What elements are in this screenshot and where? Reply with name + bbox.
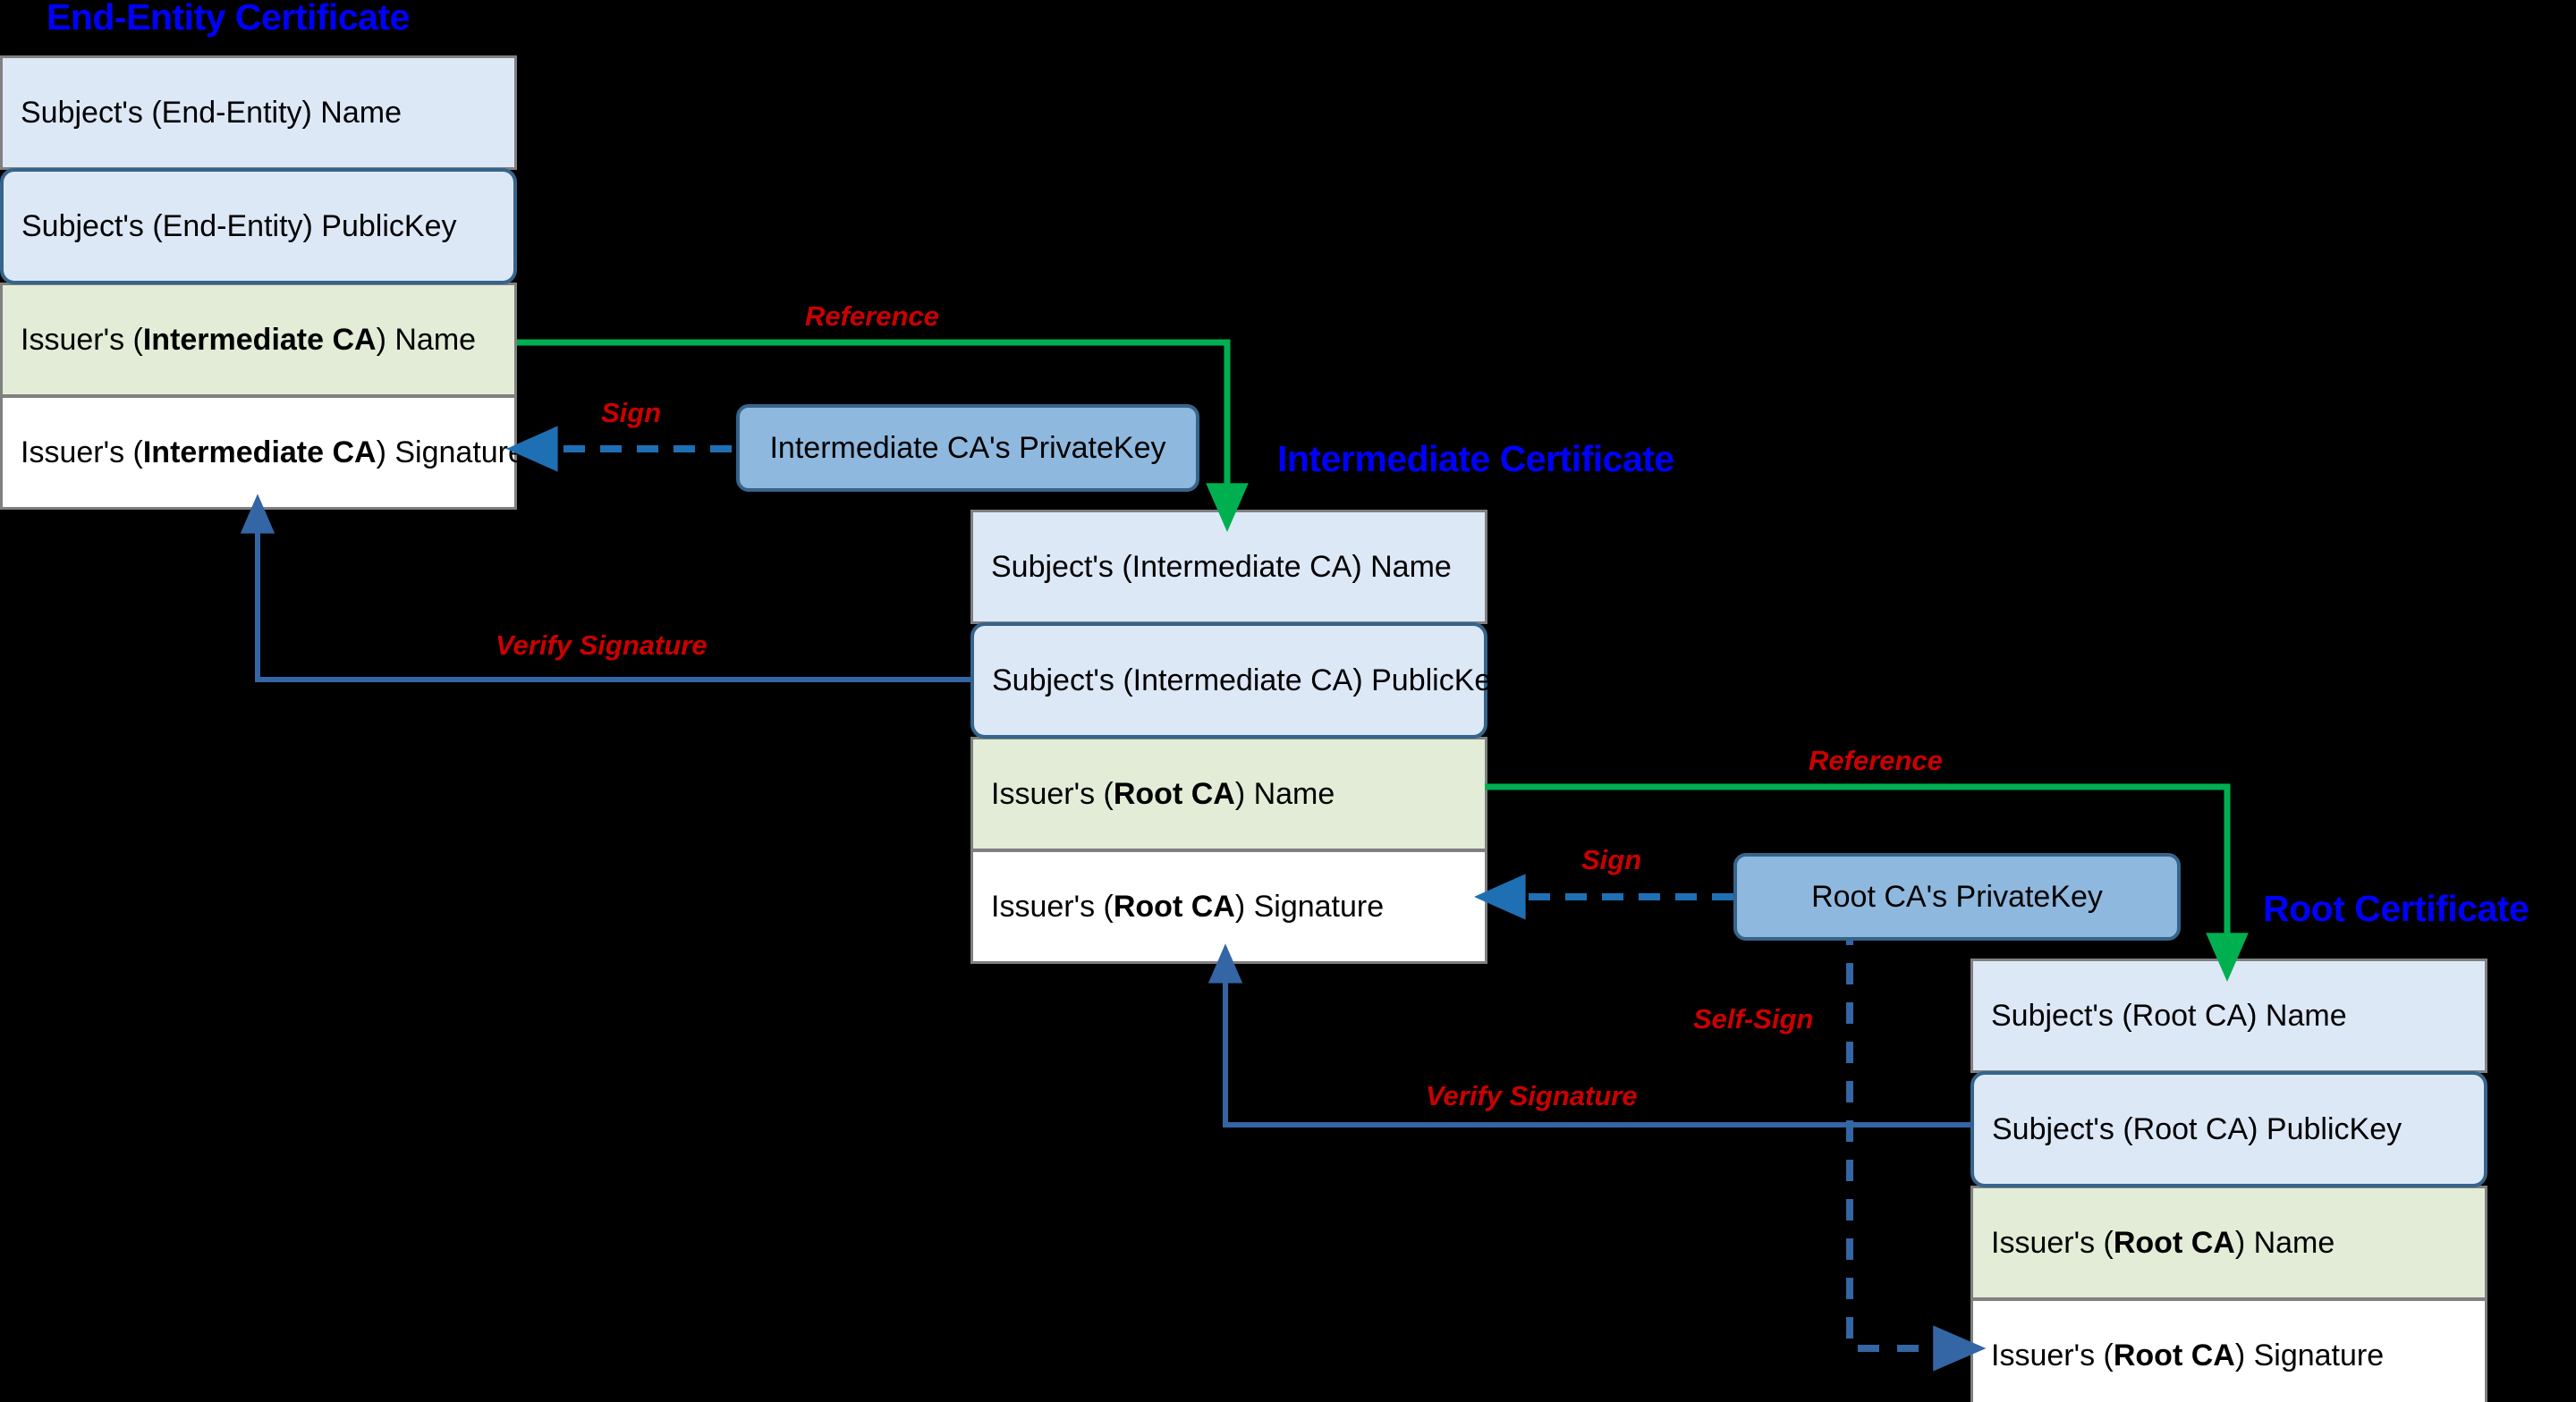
- key-box-root-ca-privatekey[interactable]: Root CA's PrivateKey: [1733, 853, 2181, 941]
- page-title-end-entity-certificate: End-Entity Certificate: [47, 0, 410, 38]
- cert-row-label: Issuer's (Root CA) Signature: [991, 889, 1385, 924]
- cert-row-root-subject-publickey[interactable]: Subject's (Root CA) PublicKey: [1970, 1071, 2487, 1187]
- key-box-label: Root CA's PrivateKey: [1811, 879, 2103, 914]
- cert-row-label: Subject's (Intermediate CA) PublicKey: [992, 663, 1507, 697]
- cert-row-intermediate-subject-publickey[interactable]: Subject's (Intermediate CA) PublicKey: [970, 622, 1506, 739]
- cert-row-intermediate-issuer-signature[interactable]: Issuer's (Root CA) Signature: [970, 849, 1487, 964]
- certificate-end-entity: Subject's (End-Entity) Name Subject's (E…: [0, 55, 525, 510]
- edge-label-sign-1: Sign: [601, 397, 662, 428]
- key-box-intermediate-ca-privatekey[interactable]: Intermediate CA's PrivateKey: [736, 404, 1199, 492]
- cert-row-root-issuer-name[interactable]: Issuer's (Root CA) Name: [1970, 1186, 2487, 1300]
- edge-label-self-sign: Self-Sign: [1693, 1003, 1814, 1035]
- edge-label-verify-1: Verify Signature: [496, 629, 708, 661]
- cert-row-label: Subject's (End-Entity) PublicKey: [21, 208, 457, 243]
- cert-row-end-entity-subject-publickey[interactable]: Subject's (End-Entity) PublicKey: [0, 168, 517, 284]
- edge-label-reference-2: Reference: [1809, 745, 1943, 776]
- cert-row-intermediate-issuer-name[interactable]: Issuer's (Root CA) Name: [970, 737, 1487, 851]
- cert-row-root-issuer-signature[interactable]: Issuer's (Root CA) Signature: [1970, 1298, 2487, 1402]
- page-title-root-certificate: Root Certificate: [2263, 888, 2529, 929]
- edge-label-verify-2: Verify Signature: [1426, 1080, 1638, 1111]
- cert-row-end-entity-issuer-name[interactable]: Issuer's (Intermediate CA) Name: [0, 283, 517, 397]
- cert-row-label: Issuer's (Intermediate CA) Name: [21, 322, 477, 357]
- cert-row-label: Subject's (End-Entity) Name: [21, 95, 402, 130]
- cert-row-end-entity-issuer-signature[interactable]: Issuer's (Intermediate CA) Signature: [0, 395, 525, 510]
- page-title-intermediate-certificate: Intermediate Certificate: [1277, 438, 1674, 479]
- key-box-label: Intermediate CA's PrivateKey: [769, 430, 1166, 465]
- cert-row-label: Subject's (Root CA) Name: [1991, 998, 2347, 1033]
- cert-row-label: Issuer's (Root CA) Name: [1991, 1225, 2335, 1260]
- cert-row-label: Subject's (Intermediate CA) Name: [991, 549, 1452, 584]
- edge-self-sign: [1846, 924, 1987, 1372]
- cert-row-label: Subject's (Root CA) PublicKey: [1992, 1111, 2402, 1146]
- cert-row-label: Issuer's (Root CA) Name: [991, 776, 1335, 811]
- certificate-intermediate: Subject's (Intermediate CA) Name Subject…: [970, 510, 1506, 964]
- edge-label-sign-2: Sign: [1581, 844, 1642, 875]
- edge-label-reference-1: Reference: [805, 300, 939, 332]
- cert-row-root-subject-name[interactable]: Subject's (Root CA) Name: [1970, 959, 2487, 1073]
- cert-row-intermediate-subject-name[interactable]: Subject's (Intermediate CA) Name: [970, 510, 1487, 624]
- certificate-root: Subject's (Root CA) Name Subject's (Root…: [1970, 959, 2487, 1402]
- cert-row-end-entity-subject-name[interactable]: Subject's (End-Entity) Name: [0, 55, 517, 170]
- cert-row-label: Issuer's (Intermediate CA) Signature: [21, 435, 525, 469]
- cert-row-label: Issuer's (Root CA) Signature: [1991, 1338, 2385, 1372]
